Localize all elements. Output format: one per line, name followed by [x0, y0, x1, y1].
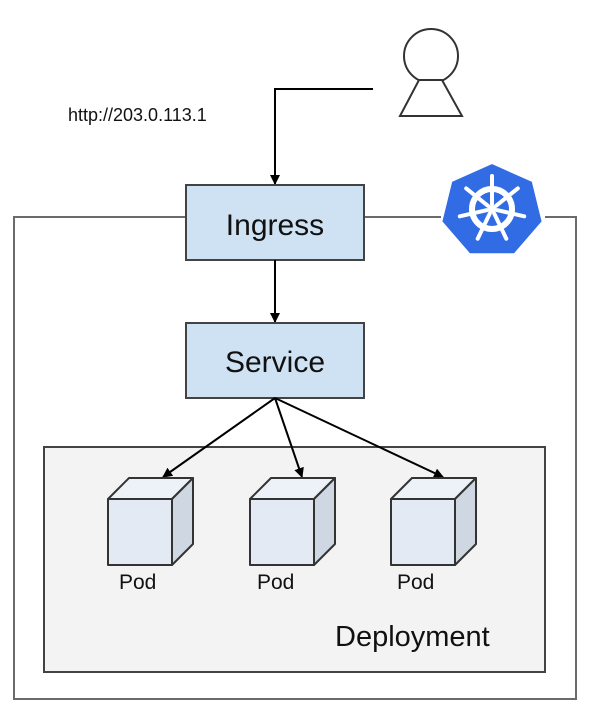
pod-2[interactable]: Pod [249, 477, 336, 594]
helm-spoke [492, 211, 509, 241]
pod-cube-icon [390, 477, 477, 566]
edge-user-to-ingress [270, 88, 373, 185]
helm-spoke [464, 186, 491, 208]
user-icon [398, 28, 464, 117]
pod-label: Pod [397, 571, 434, 594]
client-url-label: http://203.0.113.1 [68, 105, 207, 125]
edge-service-to-pod-2 [274, 397, 304, 478]
pod-cube-icon [249, 477, 336, 566]
pod-1[interactable]: Pod [107, 477, 194, 594]
pod-3[interactable]: Pod [390, 477, 477, 594]
helm-spoke [475, 211, 492, 241]
pod-label: Pod [257, 571, 294, 594]
service-label: Service [225, 346, 325, 379]
ingress-node[interactable]: Ingress [185, 184, 365, 261]
edge-service-to-pod-3 [274, 397, 444, 478]
pod-label: Pod [119, 571, 156, 594]
edge-service-to-pod-1 [162, 397, 276, 478]
helm-spoke [494, 208, 527, 219]
kubernetes-logo-icon [440, 161, 544, 256]
pod-cube-icon [107, 477, 194, 566]
cluster-boundary [13, 216, 577, 700]
service-node[interactable]: Service [185, 322, 365, 399]
deployment-label: Deployment [335, 621, 490, 653]
helm-spoke [457, 208, 490, 219]
helm-spoke [493, 186, 520, 208]
ingress-label: Ingress [226, 209, 324, 242]
